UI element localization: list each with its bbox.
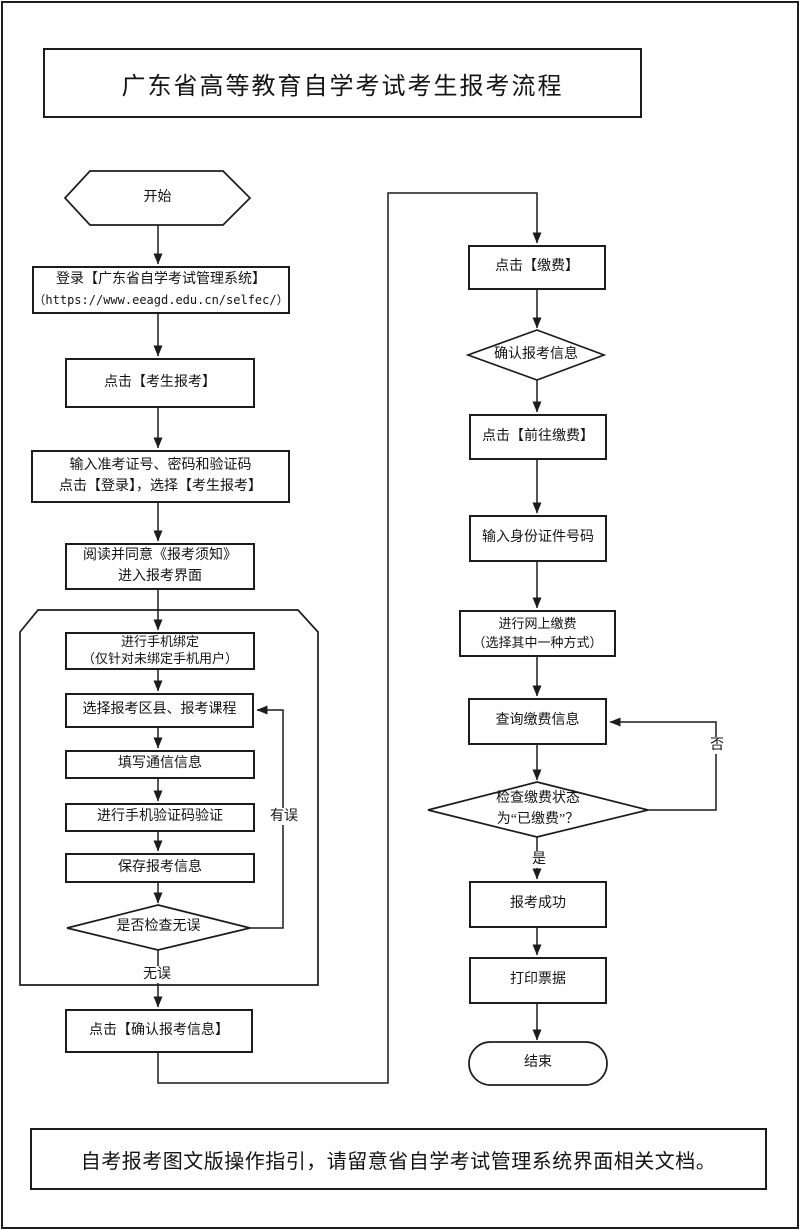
decision-check-correct-diamond	[66, 904, 251, 951]
node-input-credentials: 输入准考证号、密码和验证码 点击【登录】，选择【考生报考】	[31, 450, 290, 503]
node-decision-confirm-reg-info: 确认报考信息	[468, 330, 604, 380]
node-goto-pay: 点击【前往缴费】	[469, 414, 607, 460]
node-query-pay-info: 查询缴费信息	[468, 698, 607, 745]
node-label: 点击【确认报考信息】	[89, 1022, 229, 1038]
node-label: 检查缴费状态 为“已缴费”？	[496, 791, 580, 827]
page-title: 广东省高等教育自学考试考生报考流程	[121, 73, 564, 100]
system-url: （https://www.eeagd.edu.cn/selfec/）	[33, 293, 289, 308]
decision-confirm-info-diamond	[465, 329, 607, 381]
node-register-success: 报考成功	[469, 881, 607, 928]
node-label: 是否检查无误	[116, 919, 201, 935]
node-decision-check-correct: 是否检查无误	[67, 905, 250, 950]
node-fill-contact-info: 填写通信信息	[65, 750, 255, 779]
node-read-notice: 阅读并同意《报考须知》 进入报考界面	[65, 543, 255, 590]
start-hexagon	[63, 170, 252, 226]
decision-pay-status-diamond	[427, 781, 649, 838]
node-label: 进行手机绑定 （仅针对未绑定手机用户）	[81, 634, 238, 666]
node-click-candidate-register: 点击【考生报考】	[65, 358, 255, 408]
title-box: 广东省高等教育自学考试考生报考流程	[43, 48, 642, 118]
node-save-info: 保存报考信息	[65, 853, 255, 883]
footer-note: 自考报考图文版操作指引，请留意省自学考试管理系统界面相关文档。	[80, 1150, 717, 1173]
node-confirm-reg-info: 点击【确认报考信息】	[65, 1009, 253, 1053]
node-sms-verify: 进行手机验证码验证	[65, 803, 255, 832]
node-login-system: 登录【广东省自学考试管理系统】 （https://www.eeagd.edu.c…	[32, 266, 290, 314]
node-label: 进行手机验证码验证	[97, 809, 223, 825]
node-label: 保存报考信息	[118, 859, 202, 875]
node-input-id-number: 输入身份证件号码	[469, 515, 607, 562]
subprocess-container-outline	[19, 609, 319, 986]
node-select-district-courses: 选择报考区县、报考课程	[65, 693, 254, 728]
node-click-pay: 点击【缴费】	[468, 245, 606, 290]
node-label: 确认报考信息	[494, 346, 578, 362]
edge-confirm-to-pay	[157, 192, 542, 1084]
node-start: 开始	[65, 171, 250, 225]
node-label: 选择报考区县、报考课程	[82, 702, 237, 718]
node-end: 结束	[469, 1042, 607, 1085]
footer-note-box: 自考报考图文版操作指引，请留意省自学考试管理系统界面相关文档。	[30, 1128, 767, 1190]
node-label: 进行网上缴费 （选择其中一种方式）	[472, 616, 603, 650]
node-label: 开始	[143, 189, 172, 205]
node-label: 结束	[524, 1055, 552, 1071]
node-label: 登录【广东省自学考试管理系统】	[56, 272, 266, 288]
edge-label-no: 否	[708, 737, 726, 755]
edge-label-ok: 无误	[141, 966, 173, 984]
node-label: 阅读并同意《报考须知》 进入报考界面	[83, 548, 237, 584]
end-terminal-shape	[468, 1041, 608, 1086]
node-print-receipt: 打印票据	[469, 957, 607, 1004]
node-label: 填写通信信息	[118, 756, 202, 772]
node-label: 输入身份证件号码	[482, 530, 594, 546]
node-label: 查询缴费信息	[495, 713, 580, 729]
edge-no-loop	[609, 717, 717, 811]
node-label: 点击【考生报考】	[104, 374, 216, 390]
node-decision-pay-status: 检查缴费状态 为“已缴费”？	[428, 782, 648, 837]
node-label: 打印票据	[510, 972, 566, 988]
node-label: 输入准考证号、密码和验证码 点击【登录】，选择【考生报考】	[59, 458, 262, 494]
node-label: 报考成功	[510, 896, 566, 912]
node-online-pay: 进行网上缴费 （选择其中一种方式）	[459, 610, 616, 657]
edge-label-yes: 是	[530, 851, 548, 869]
node-bind-phone: 进行手机绑定 （仅针对未绑定手机用户）	[65, 632, 255, 670]
node-label: 点击【前往缴费】	[482, 428, 594, 444]
edge-label-error: 有误	[268, 808, 300, 826]
node-label: 点击【缴费】	[495, 259, 579, 275]
